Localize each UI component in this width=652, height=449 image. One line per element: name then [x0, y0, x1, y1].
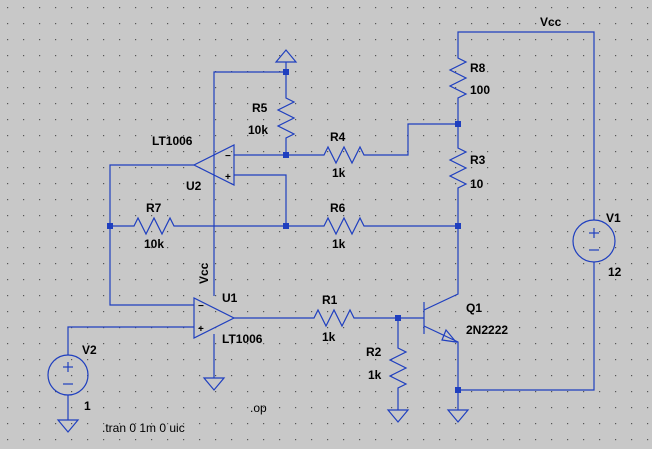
op-directive[interactable]: .op: [250, 401, 267, 415]
v1-ref: V1: [606, 211, 621, 225]
r1-ref: R1: [322, 293, 338, 307]
r8-ref: R8: [470, 61, 486, 75]
r3-ref: R3: [470, 153, 486, 167]
v2-ref: V2: [82, 343, 97, 357]
transistor-q1[interactable]: Q1 2N2222: [423, 290, 508, 346]
r4-ref: R4: [330, 130, 346, 144]
u1-plus-pin: +: [198, 324, 204, 335]
ground-icon-v2: [56, 419, 80, 433]
r3-value: 10: [470, 177, 484, 191]
tran-directive[interactable]: .tran 0 1m 0 uic: [102, 421, 185, 435]
resistor-r5[interactable]: R5 10k: [248, 90, 296, 140]
q1-part: 2N2222: [466, 323, 508, 337]
u1-minus-pin: −: [198, 301, 204, 312]
r7-ref: R7: [146, 201, 162, 215]
r5-ref: R5: [252, 101, 268, 115]
vcc-top-label: Vcc: [540, 15, 562, 29]
resistor-r1[interactable]: R1 1k: [308, 293, 358, 344]
u2-plus-pin: +: [225, 172, 231, 183]
opamp-u2[interactable]: − + LT1006 U2: [152, 134, 235, 193]
junction-r4-r5: [283, 152, 289, 158]
ground-symbols: [56, 49, 470, 433]
v2-value: 1: [84, 399, 91, 413]
r8-value: 100: [470, 83, 490, 97]
wire-u2-supply: [213, 71, 286, 148]
ground-icon-u1: [202, 377, 226, 391]
r1-value: 1k: [322, 330, 336, 344]
resistor-r2[interactable]: R2 1k: [366, 340, 408, 390]
u2-minus-pin: −: [225, 151, 231, 162]
r4-value: 1k: [332, 166, 346, 180]
junctions: [107, 69, 461, 393]
u1-part: LT1006: [222, 332, 263, 346]
r2-value: 1k: [368, 368, 382, 382]
junction-emitter: [455, 387, 461, 393]
v1-value: 12: [608, 265, 622, 279]
u1-ref: U1: [222, 291, 238, 305]
wire-u2-out-u1-minus: [109, 164, 194, 306]
junction-r8-r3: [455, 121, 461, 127]
ground-icon-r2: [386, 409, 410, 423]
resistor-r8[interactable]: R8 100: [448, 50, 490, 100]
wire-u2-minus: [234, 174, 287, 226]
u2-part: LT1006: [152, 134, 193, 148]
r7-value: 10k: [144, 237, 164, 251]
wire-vcc-top: [457, 31, 595, 220]
voltage-source-v1[interactable]: V1 12: [572, 211, 622, 279]
junction-r6-r7: [283, 223, 289, 229]
u2-ref: U2: [186, 179, 202, 193]
junction-base: [395, 315, 401, 321]
opamp-u1[interactable]: − + U1 LT1006: [193, 291, 263, 346]
resistor-r6[interactable]: R6 1k: [318, 201, 368, 251]
wire-r4-right: [368, 123, 458, 156]
junction-r6-r3: [455, 223, 461, 229]
r5-value: 10k: [248, 123, 268, 137]
r2-ref: R2: [366, 345, 382, 359]
q1-ref: Q1: [466, 301, 482, 315]
r6-value: 1k: [332, 237, 346, 251]
resistor-r3[interactable]: R3 10: [448, 140, 486, 200]
resistor-r7[interactable]: R7 10k: [128, 201, 178, 251]
junction-r7-left: [107, 223, 113, 229]
r6-ref: R6: [330, 201, 346, 215]
ground-icon-top: [274, 49, 298, 63]
resistor-r4[interactable]: R4 1k: [318, 130, 368, 180]
wires: [67, 31, 595, 420]
ground-icon-v1: [446, 409, 470, 423]
junction-u2-supply: [283, 69, 289, 75]
wire-v2-u1-plus: [67, 326, 194, 355]
vcc-vertical-label: Vcc: [197, 262, 211, 284]
wire-v1-return: [457, 262, 595, 410]
voltage-source-v2[interactable]: V2 1: [47, 343, 97, 413]
